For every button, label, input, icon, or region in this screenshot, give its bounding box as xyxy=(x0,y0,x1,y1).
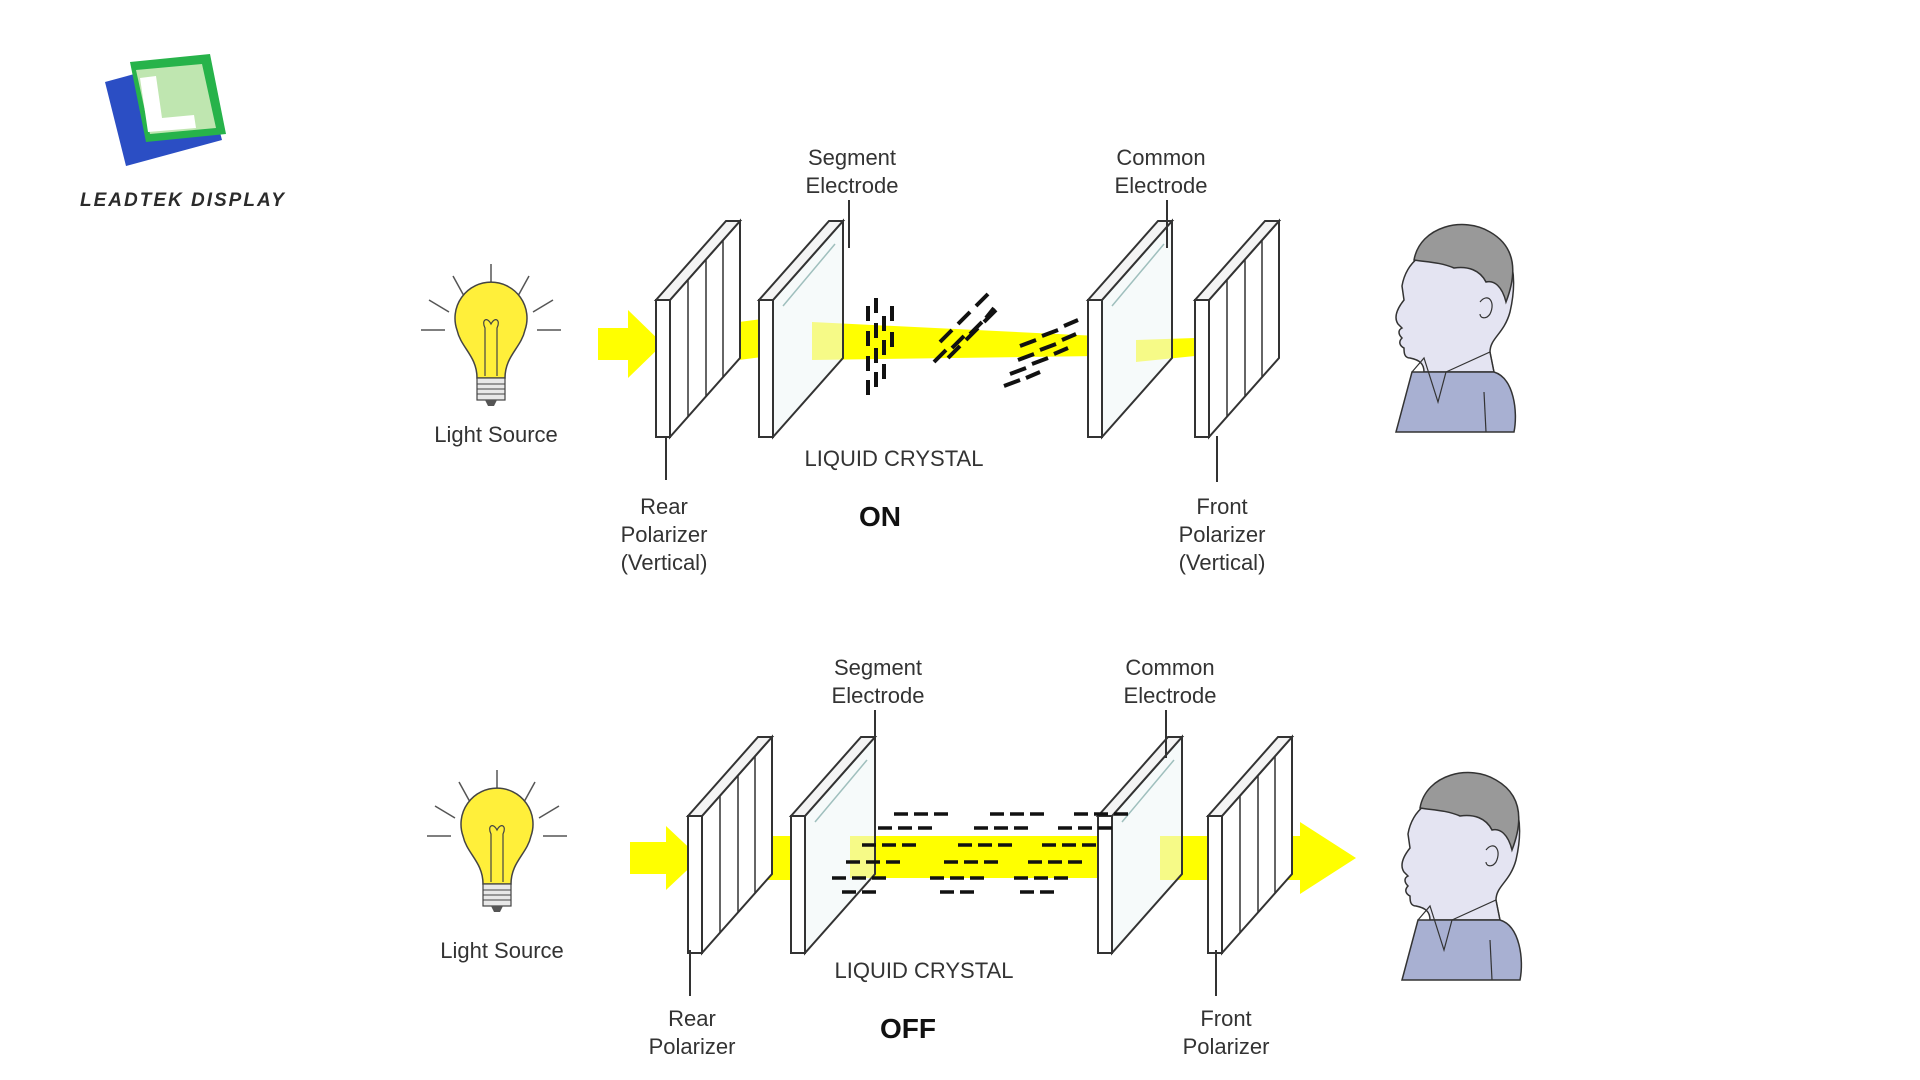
common-electrode-label-line1: Common xyxy=(1116,145,1205,170)
light-source-label: Light Source xyxy=(440,938,564,963)
common-electrode-label-line2: Electrode xyxy=(1124,683,1217,708)
front-polarizer-label-line1: Front xyxy=(1196,494,1247,519)
segment-electrode-label-line2: Electrode xyxy=(806,173,899,198)
segment-electrode-glass xyxy=(758,220,844,438)
common-electrode-label-line1: Common xyxy=(1125,655,1214,680)
brand-name: LEADTEK DISPLAY xyxy=(80,190,286,211)
common-electrode-label-line2: Electrode xyxy=(1115,173,1208,198)
diagram-on: Light Source Segment Electrode Common El… xyxy=(420,145,1517,575)
liquid-crystal-label: LIQUID CRYSTAL xyxy=(835,958,1014,983)
front-polarizer-label-line1: Front xyxy=(1200,1006,1251,1031)
rear-polarizer-label-line2: Polarizer xyxy=(649,1034,736,1059)
segment-electrode-label-line1: Segment xyxy=(834,655,922,680)
leadtek-logo: LEADTEK DISPLAY xyxy=(80,54,286,211)
light-source-label: Light Source xyxy=(434,422,558,447)
rear-polarizer-label-line1: Rear xyxy=(640,494,688,519)
rear-polarizer-label-line3: (Vertical) xyxy=(621,550,708,575)
segment-electrode-label-line1: Segment xyxy=(808,145,896,170)
person-viewer-off xyxy=(1401,771,1523,981)
diagram-off: Light Source Segment Electrode Common El… xyxy=(426,655,1523,1059)
rear-polarizer xyxy=(687,736,773,954)
person-viewer-on xyxy=(1395,223,1517,433)
liquid-crystal-molecules xyxy=(866,292,1079,395)
state-label-off: OFF xyxy=(880,1013,936,1044)
rear-polarizer-label-line1: Rear xyxy=(668,1006,716,1031)
common-electrode-glass xyxy=(1097,736,1183,954)
segment-electrode-label-line2: Electrode xyxy=(832,683,925,708)
light-source-bulb-icon xyxy=(426,769,568,913)
front-polarizer-label-line2: Polarizer xyxy=(1179,522,1266,547)
state-label-on: ON xyxy=(859,501,901,532)
liquid-crystal-molecules xyxy=(832,812,1128,894)
liquid-crystal-label: LIQUID CRYSTAL xyxy=(805,446,984,471)
front-polarizer xyxy=(1207,736,1293,954)
common-electrode-glass xyxy=(1087,220,1173,438)
rear-polarizer-label-line2: Polarizer xyxy=(621,522,708,547)
rear-polarizer xyxy=(655,220,741,438)
front-polarizer xyxy=(1194,220,1280,438)
light-source-bulb-icon xyxy=(420,263,562,407)
front-polarizer-label-line3: (Vertical) xyxy=(1179,550,1266,575)
front-polarizer-label-line2: Polarizer xyxy=(1183,1034,1270,1059)
